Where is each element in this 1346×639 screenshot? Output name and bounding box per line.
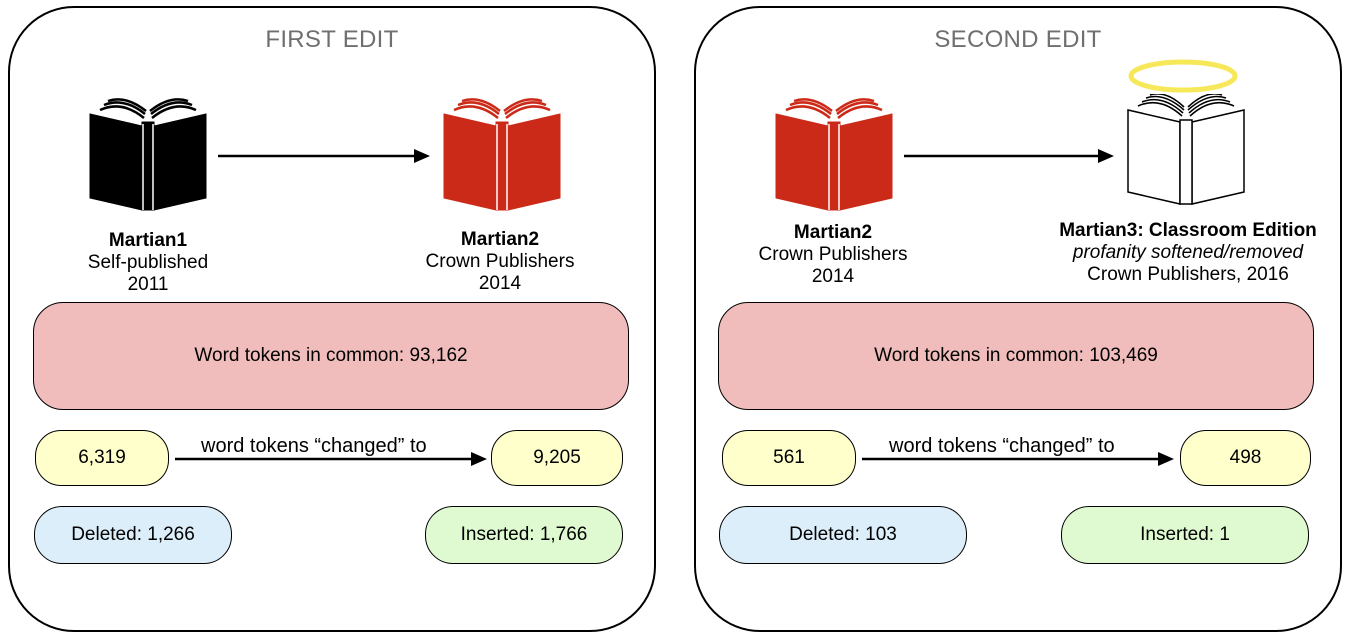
changed-label: word tokens “changed” to	[889, 435, 1115, 457]
book-name: Martian2	[793, 222, 873, 243]
book-name: Martian3: Classroom Edition	[1059, 220, 1317, 241]
halo-icon	[1128, 59, 1238, 93]
changed-label: word tokens “changed” to	[201, 435, 427, 457]
book-publisher: Crown Publishers	[425, 251, 575, 272]
book-note: profanity softened/removed	[1072, 242, 1304, 263]
inserted-count: Inserted: 1,766	[425, 506, 623, 564]
target-book-caption: Martian2 Crown Publishers 2014	[400, 229, 600, 295]
arrow-right-icon	[904, 149, 1114, 163]
source-book-caption: Martian1 Self-published 2011	[70, 230, 226, 296]
book-icon	[443, 98, 561, 211]
panel-title: FIRST EDIT	[265, 26, 399, 53]
book-year: 2011	[127, 274, 169, 295]
second-edit-panel	[694, 6, 1342, 632]
changed-from-count: 561	[722, 430, 856, 486]
book-publisher-year: Crown Publishers, 2016	[1087, 264, 1289, 285]
arrow-right-icon	[862, 452, 1174, 466]
inserted-count: Inserted: 1	[1061, 506, 1309, 564]
book-publisher: Crown Publishers	[758, 244, 908, 265]
changed-to-count: 498	[1180, 430, 1311, 486]
book-name: Martian1	[108, 230, 188, 251]
book-icon	[89, 98, 207, 211]
common-tokens-box: Word tokens in common: 103,469	[718, 302, 1314, 410]
arrow-right-icon	[175, 452, 487, 466]
deleted-count: Deleted: 103	[719, 506, 967, 564]
source-book-caption: Martian2 Crown Publishers 2014	[740, 222, 926, 288]
target-book-caption: Martian3: Classroom Edition profanity so…	[1040, 220, 1336, 286]
book-name: Martian2	[460, 229, 540, 250]
changed-to-count: 9,205	[491, 430, 623, 486]
common-tokens-box: Word tokens in common: 93,162	[33, 302, 629, 410]
arrow-right-icon	[218, 149, 430, 163]
book-icon	[775, 98, 893, 211]
book-publisher: Self-published	[87, 252, 209, 273]
book-icon	[1127, 94, 1245, 205]
book-year: 2014	[478, 273, 522, 294]
book-year: 2014	[811, 266, 855, 287]
panel-title: SECOND EDIT	[934, 26, 1102, 53]
deleted-count: Deleted: 1,266	[34, 506, 232, 564]
first-edit-panel	[8, 6, 656, 632]
changed-from-count: 6,319	[35, 430, 169, 486]
